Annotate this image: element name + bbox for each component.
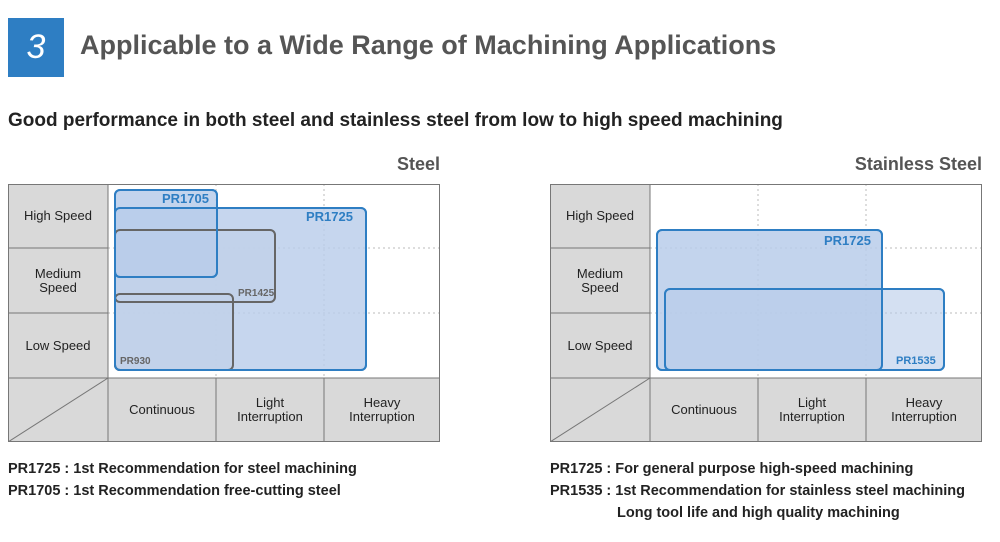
ss-pr1535-label: PR1535	[896, 355, 936, 367]
stainless-chart-title: Stainless Steel	[854, 154, 982, 174]
ss-row-medium: Medium Speed	[576, 265, 624, 295]
section-number-badge: 3	[8, 18, 64, 77]
ss-col-continuous: Continuous	[671, 402, 737, 417]
steel-chart: Steel	[8, 154, 440, 454]
steel-col-light: Light Interruption	[237, 395, 303, 424]
pr930-label: PR930	[120, 356, 151, 367]
steel-row-medium: Medium Speed	[34, 265, 82, 295]
steel-note-1: PR1725 : 1st Recommendation for steel ma…	[8, 461, 357, 477]
stainless-grid: High Speed Medium Speed Low Speed Contin…	[550, 184, 982, 442]
ss-col-heavy: Heavy Interruption	[891, 395, 957, 424]
ss-note-2: PR1535 : 1st Recommendation for stainles…	[550, 483, 965, 499]
ss-row-low: Low Speed	[567, 337, 633, 353]
steel-row-low: Low Speed	[25, 337, 91, 353]
steel-note-2: PR1705 : 1st Recommendation free-cutting…	[8, 483, 341, 499]
page-subtitle: Good performance in both steel and stain…	[8, 110, 783, 131]
steel-row-high: High Speed	[24, 208, 92, 223]
steel-col-continuous: Continuous	[129, 402, 195, 417]
stainless-chart: Stainless Steel	[550, 154, 982, 454]
ss-row-high: High Speed	[566, 208, 634, 223]
ss-note-1: PR1725 : For general purpose high-speed …	[550, 461, 914, 477]
steel-col-heavy: Heavy Interruption	[349, 395, 415, 424]
pr1425-label: PR1425	[238, 288, 275, 299]
steel-grid-svg	[8, 184, 440, 442]
steel-chart-title: Steel	[396, 154, 440, 174]
pr1705-label: PR1705	[162, 191, 209, 206]
pr1725-label: PR1725	[306, 209, 353, 224]
stainless-grid-svg	[550, 184, 982, 442]
ss-col-light: Light Interruption	[779, 395, 845, 424]
ss-note-3: Long tool life and high quality machinin…	[617, 505, 900, 521]
stainless-notes: PR1725 : For general purpose high-speed …	[550, 458, 965, 524]
steel-notes: PR1725 : 1st Recommendation for steel ma…	[8, 458, 357, 502]
page-title: Applicable to a Wide Range of Machining …	[80, 30, 777, 60]
ss-pr1725-label: PR1725	[824, 233, 871, 248]
steel-grid: High Speed Medium Speed Low Speed Contin…	[8, 184, 440, 442]
